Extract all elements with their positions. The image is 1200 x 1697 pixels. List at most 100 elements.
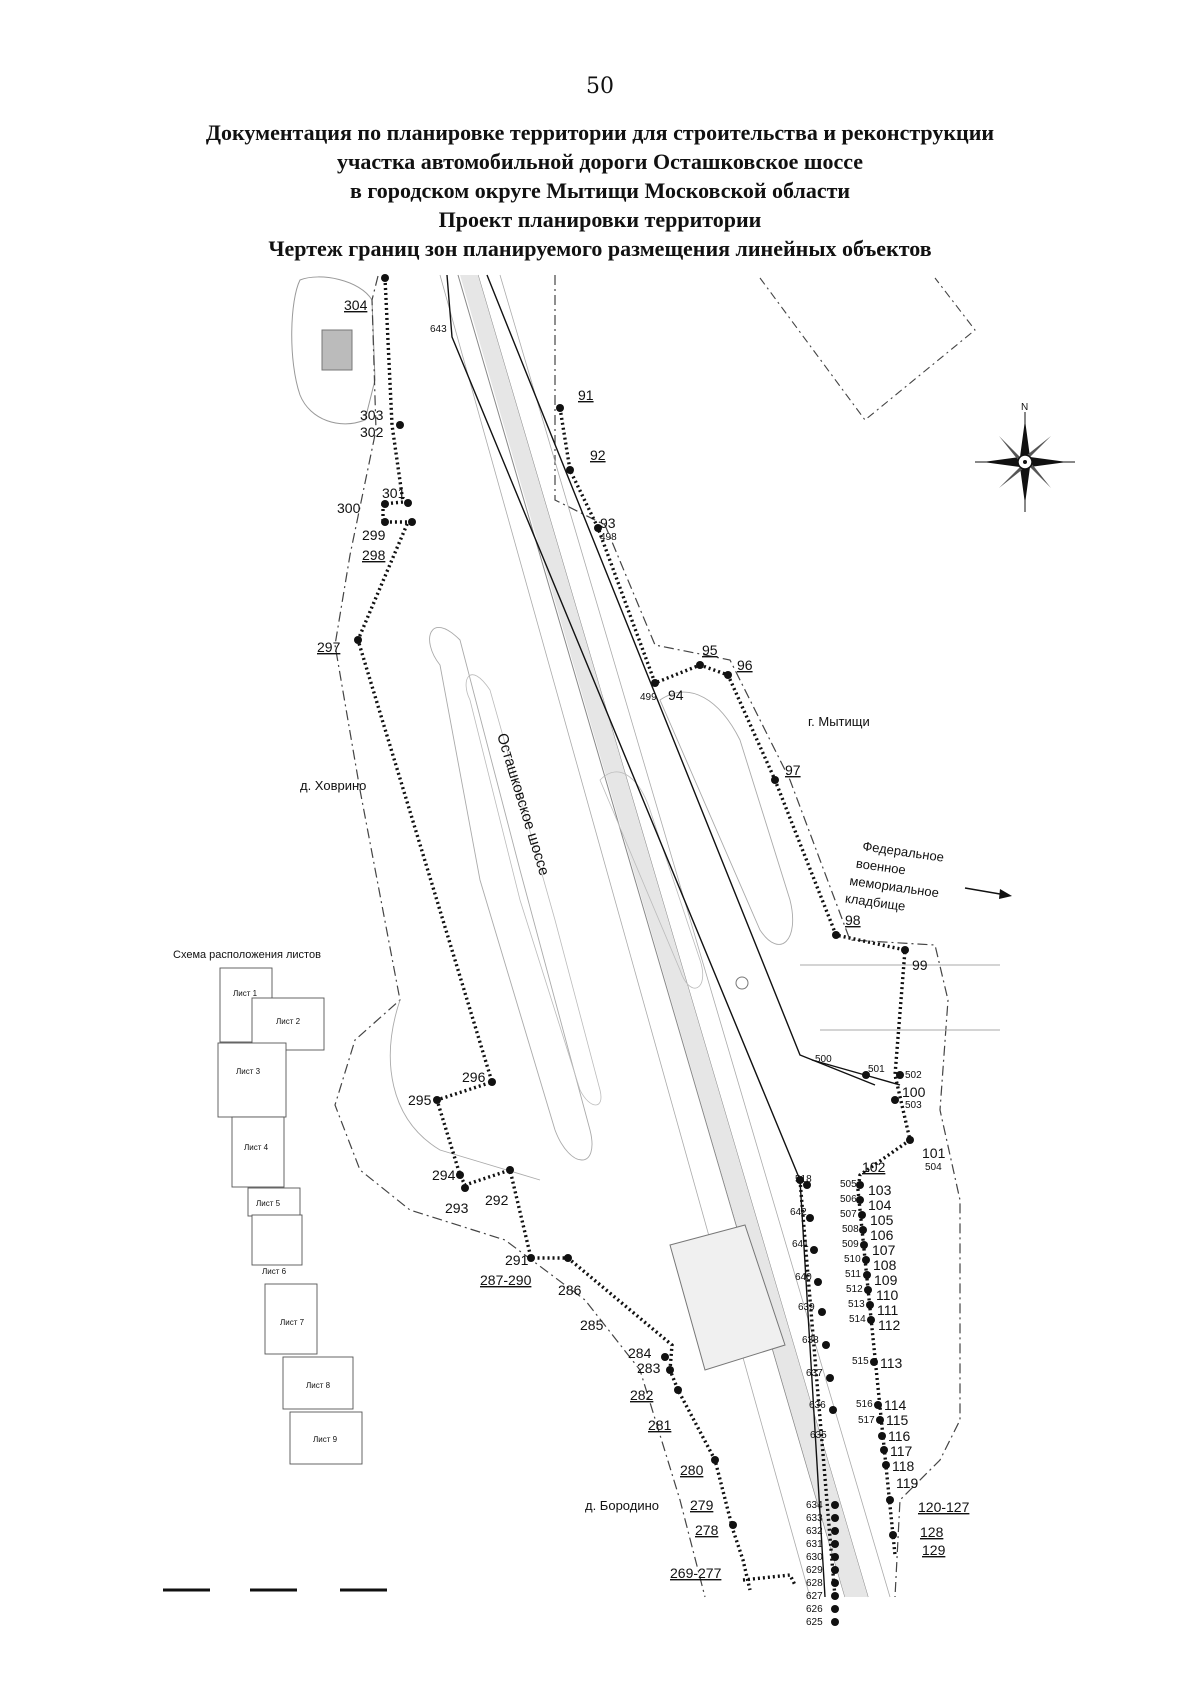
point-dot bbox=[381, 500, 389, 508]
point-label: 291 bbox=[505, 1252, 529, 1268]
right-outer-boundary bbox=[554, 275, 961, 1598]
point-dot bbox=[724, 671, 732, 679]
point-dot bbox=[880, 1446, 888, 1454]
sheet-scheme: Схема расположения листов Лист 1 Лист 2 … bbox=[173, 949, 363, 1465]
point-label: 111 bbox=[877, 1302, 898, 1318]
point-dot bbox=[862, 1256, 870, 1264]
point-label: 294 bbox=[432, 1167, 456, 1183]
point-label: 636 bbox=[809, 1400, 826, 1411]
point-dot bbox=[858, 1211, 866, 1219]
point-dot bbox=[870, 1358, 878, 1366]
point-label: 103 bbox=[868, 1182, 892, 1198]
point-dot bbox=[896, 1071, 904, 1079]
loop-left bbox=[429, 627, 593, 1161]
point-dot bbox=[876, 1416, 884, 1424]
point-dot bbox=[864, 1286, 872, 1294]
sheet-2 bbox=[251, 997, 325, 1051]
upper-right-parcel bbox=[759, 277, 976, 421]
left-zone-labels: 304 303 302 301 300 299 298 297 296 295 … bbox=[317, 297, 722, 1581]
point-label: 287-290 bbox=[480, 1272, 532, 1288]
title-line-4: Проект планировки территории bbox=[438, 207, 762, 232]
sheet-1-label: Лист 1 bbox=[233, 989, 258, 998]
point-label: 120-127 bbox=[918, 1499, 970, 1515]
point-label: 94 bbox=[668, 687, 684, 703]
point-dot bbox=[456, 1171, 464, 1179]
point-dot bbox=[527, 1254, 535, 1262]
point-label: 114 bbox=[884, 1397, 907, 1413]
point-dot bbox=[556, 404, 564, 412]
point-label: 643 bbox=[430, 324, 447, 335]
point-dot bbox=[408, 518, 416, 526]
point-dot bbox=[488, 1078, 496, 1086]
point-label: 507 bbox=[840, 1209, 857, 1220]
title-line-5: Чертеж границ зон планируемого размещени… bbox=[268, 236, 932, 261]
point-label: 285 bbox=[580, 1317, 604, 1333]
point-label: 102 bbox=[862, 1159, 886, 1175]
point-label: 97 bbox=[785, 762, 801, 778]
loop-right bbox=[659, 691, 794, 945]
sheet-6 bbox=[251, 1214, 303, 1266]
point-dot bbox=[831, 1566, 839, 1574]
point-label: 293 bbox=[445, 1200, 469, 1216]
point-dot bbox=[822, 1341, 830, 1349]
title-line-3: в городском округе Мытищи Московской обл… bbox=[349, 178, 851, 203]
point-label: 633 bbox=[806, 1513, 823, 1524]
document-title: Документация по планировке территории дл… bbox=[0, 118, 1200, 263]
point-label: 117 bbox=[890, 1443, 913, 1459]
road-edge-a bbox=[439, 274, 811, 1598]
point-label: 119 bbox=[896, 1475, 919, 1491]
point-label: 500 bbox=[815, 1054, 832, 1065]
point-dot bbox=[506, 1166, 514, 1174]
compass-north-label: N bbox=[1021, 402, 1028, 413]
point-label: 299 bbox=[362, 527, 386, 543]
point-dot bbox=[771, 776, 779, 784]
point-label: 627 bbox=[806, 1591, 823, 1602]
point-dot bbox=[461, 1184, 469, 1192]
axis-line-east bbox=[486, 274, 876, 1086]
point-dot bbox=[831, 1540, 839, 1548]
point-dot bbox=[867, 1316, 875, 1324]
point-label: 295 bbox=[408, 1092, 432, 1108]
point-dot bbox=[729, 1521, 737, 1529]
point-dot bbox=[796, 1176, 804, 1184]
point-label: 278 bbox=[695, 1522, 719, 1538]
sheet-5-label: Лист 5 bbox=[256, 1199, 281, 1208]
page-number: 50 bbox=[586, 74, 614, 99]
background-layer bbox=[291, 274, 1000, 1598]
point-dot bbox=[814, 1278, 822, 1286]
sheet-4 bbox=[231, 1116, 285, 1188]
point-label: 279 bbox=[690, 1497, 714, 1513]
point-label: 513 bbox=[848, 1299, 865, 1310]
left-outer-boundary bbox=[334, 275, 706, 1598]
loop-right-inner bbox=[599, 771, 704, 989]
cemetery-line-2: военное bbox=[855, 856, 907, 878]
point-label: 632 bbox=[806, 1526, 823, 1537]
place-khovrino: д. Ховрино bbox=[300, 778, 366, 793]
title-line-2: участка автомобильной дороги Осташковско… bbox=[336, 149, 864, 174]
point-dot bbox=[433, 1096, 441, 1104]
point-label: 301 bbox=[382, 485, 406, 501]
point-label: 280 bbox=[680, 1462, 704, 1478]
sheet-4-label: Лист 4 bbox=[244, 1143, 269, 1152]
point-dot bbox=[856, 1196, 864, 1204]
point-label: 128 bbox=[920, 1524, 944, 1540]
point-label: 129 bbox=[922, 1542, 946, 1558]
place-mytishchi: г. Мытищи bbox=[808, 714, 870, 729]
point-dot bbox=[696, 661, 704, 669]
point-label: 105 bbox=[870, 1212, 894, 1228]
point-dot bbox=[829, 1406, 837, 1414]
point-label: 629 bbox=[806, 1565, 823, 1576]
point-label: 498 bbox=[600, 532, 617, 543]
point-label: 509 bbox=[842, 1239, 859, 1250]
point-label: 110 bbox=[876, 1287, 899, 1303]
loop-left-inner bbox=[465, 674, 602, 1106]
point-label: 631 bbox=[806, 1539, 823, 1550]
point-label: 282 bbox=[630, 1387, 654, 1403]
bridge bbox=[669, 1224, 786, 1371]
point-label: 517 bbox=[858, 1415, 875, 1426]
point-dot bbox=[566, 466, 574, 474]
zone-boundary-east bbox=[558, 407, 912, 1556]
point-label: 641 bbox=[792, 1239, 809, 1250]
sheet-6-label: Лист 6 bbox=[262, 1267, 287, 1276]
